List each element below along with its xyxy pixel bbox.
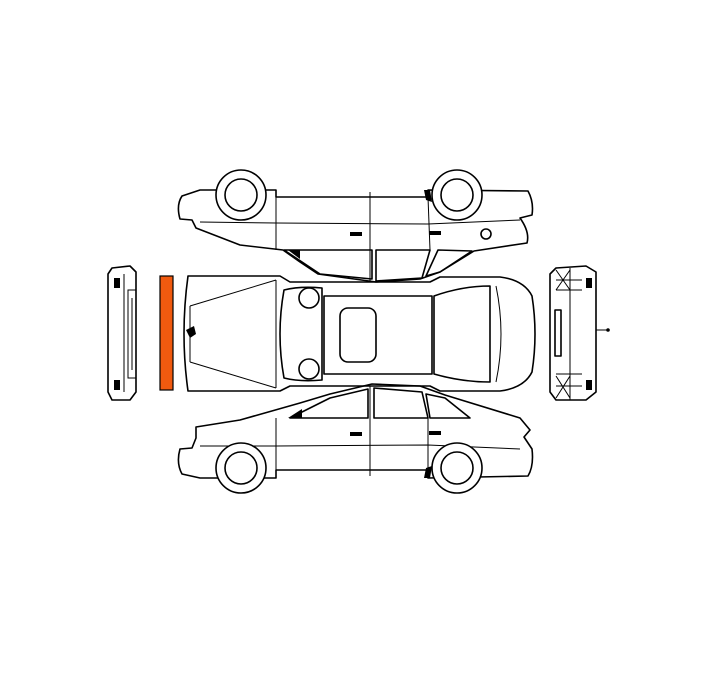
car-side-view-upper[interactable] — [177, 169, 534, 283]
car-top-view[interactable] — [183, 275, 536, 392]
front-bumper-highlight[interactable] — [159, 275, 174, 391]
car-side-view-lower[interactable] — [177, 383, 534, 494]
car-rear-view[interactable] — [549, 265, 610, 401]
car-front-view[interactable] — [107, 265, 137, 401]
